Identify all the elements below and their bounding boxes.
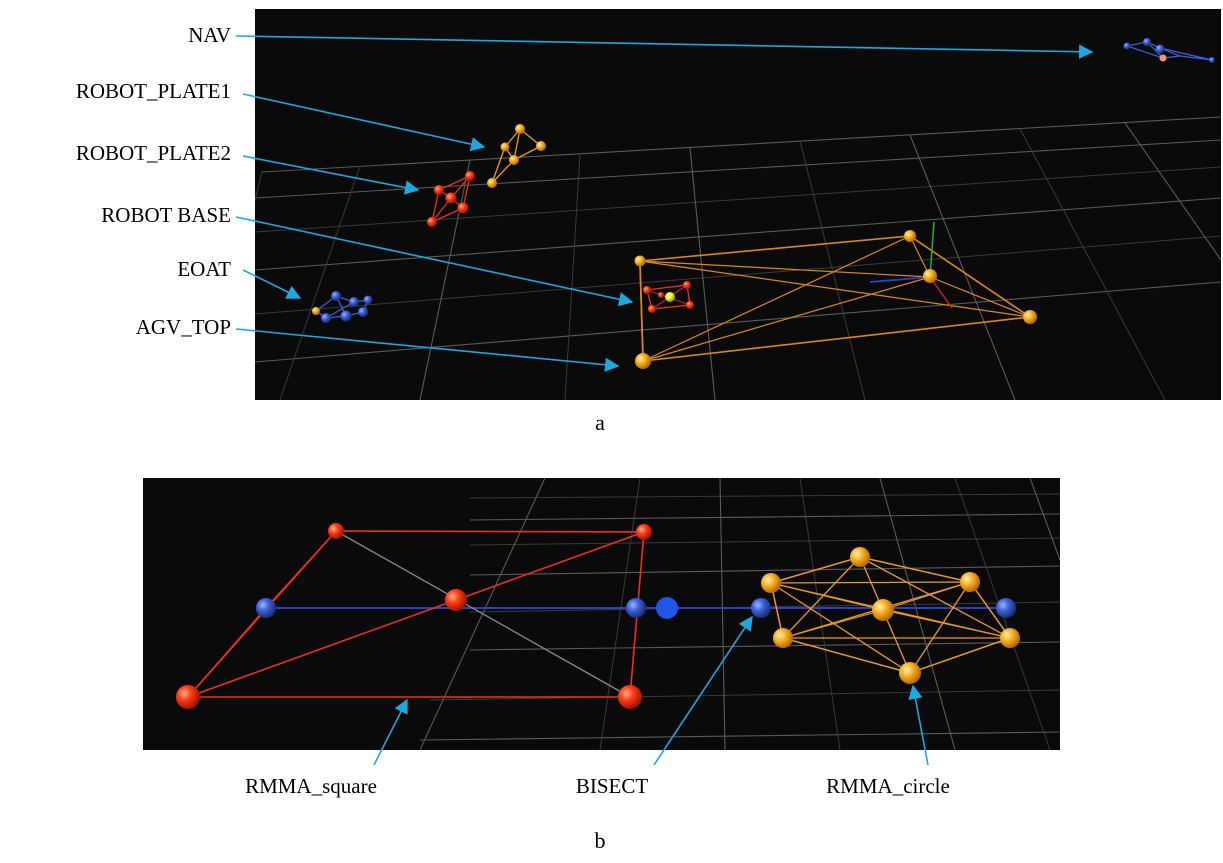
label-robot-plate1: ROBOT_PLATE1 xyxy=(76,79,231,103)
eoat-marker-cluster xyxy=(312,291,373,323)
label-robot-plate2: ROBOT_PLATE2 xyxy=(76,141,231,165)
label-agv-top: AGV_TOP xyxy=(136,315,231,339)
arrow-agv-top xyxy=(235,328,620,372)
robot-plate1-marker-cluster xyxy=(487,124,546,188)
arrow-robot-base xyxy=(235,216,634,307)
arrow-robot-plate2 xyxy=(242,155,420,195)
arrow-nav xyxy=(235,35,1094,59)
label-rmma-circle: RMMA_circle xyxy=(826,774,950,798)
agv-top-marker-frame xyxy=(634,221,1037,369)
arrow-bisect xyxy=(653,615,753,766)
caption-a: a xyxy=(595,410,605,435)
panel-b-viewport: RMMA_square BISECT RMMA_circle b xyxy=(143,478,1060,853)
label-rmma-square: RMMA_square xyxy=(245,774,377,798)
panel-a-viewport: NAV ROBOT_PLATE1 ROBOT_PLATE2 ROBOT BASE… xyxy=(76,9,1221,435)
arrow-robot-plate1 xyxy=(242,93,486,152)
arrow-rmma-circle xyxy=(908,684,929,766)
caption-b: b xyxy=(595,828,606,853)
arrow-rmma-square xyxy=(373,698,408,766)
panel-b-floor-grid xyxy=(419,478,1060,750)
robot-plate2-marker-cluster xyxy=(427,171,475,227)
rmma-circle-marker-frame xyxy=(761,547,1020,684)
robot-base-marker-frame xyxy=(643,281,694,313)
nav-marker-cluster xyxy=(1123,38,1215,63)
label-nav: NAV xyxy=(188,23,231,47)
arrow-eoat xyxy=(242,269,302,299)
label-eoat: EOAT xyxy=(177,257,231,281)
label-robot-base: ROBOT BASE xyxy=(101,203,231,227)
bisect-marker-set xyxy=(256,597,1016,619)
label-bisect: BISECT xyxy=(576,774,649,798)
